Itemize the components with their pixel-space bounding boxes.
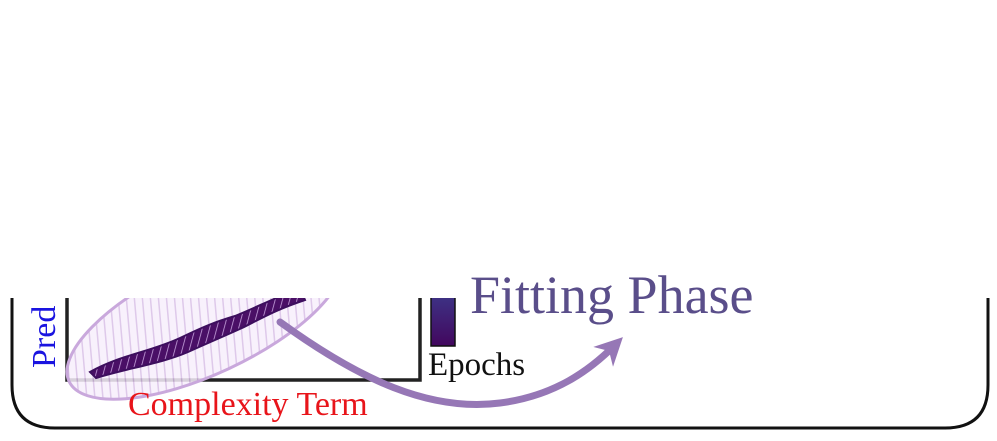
training-trajectory — [88, 286, 307, 380]
transition-arrow — [276, 318, 623, 408]
y-axis-label: Pred — [26, 305, 63, 368]
x-axis-label: Complexity Term — [128, 386, 368, 423]
blank-upper-area — [0, 0, 997, 298]
colorbar-label: Epochs — [428, 347, 526, 383]
plot-box — [65, 260, 422, 382]
outer-frame — [10, 250, 990, 430]
phase-label: Fitting Phase — [470, 265, 754, 325]
